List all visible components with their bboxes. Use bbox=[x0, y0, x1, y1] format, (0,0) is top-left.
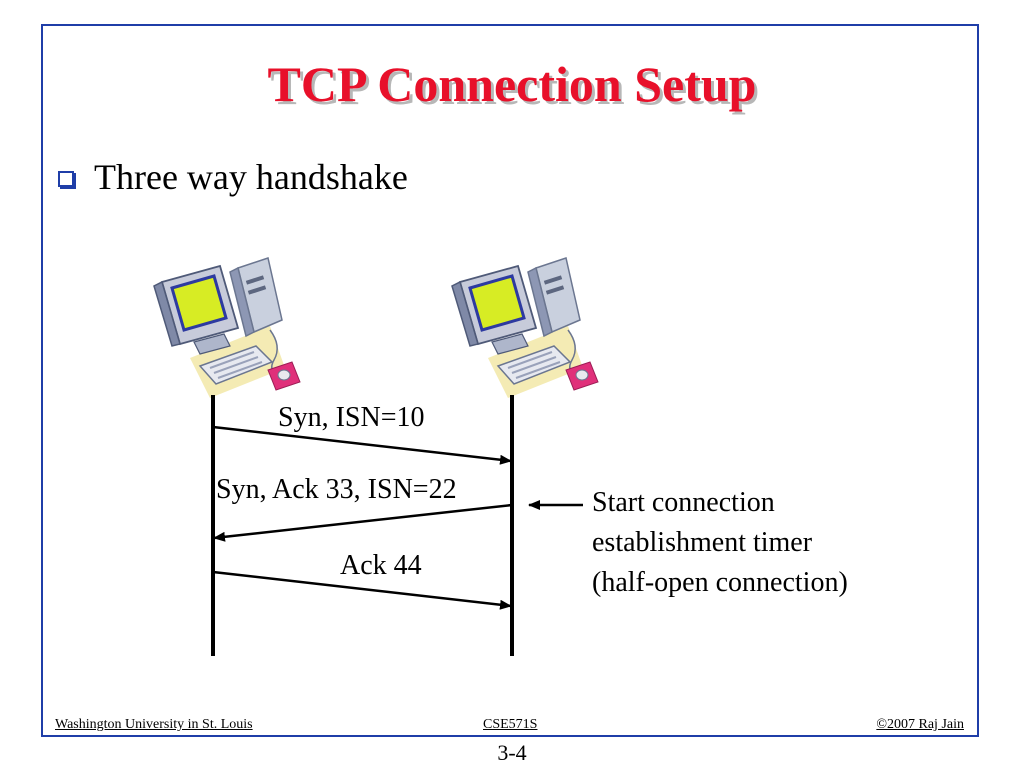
ack-arrow bbox=[212, 570, 512, 610]
host-right-computer-icon bbox=[450, 256, 600, 400]
bullet-box-icon bbox=[58, 171, 74, 187]
timer-note-line-1: Start connection bbox=[592, 487, 775, 518]
host-left-computer-icon bbox=[152, 256, 302, 400]
footer-course: CSE571S bbox=[483, 717, 538, 732]
syn-label: Syn, ISN=10 bbox=[278, 402, 425, 433]
syn-ack-label: Syn, Ack 33, ISN=22 bbox=[216, 474, 457, 505]
bullet-item: Three way handshake bbox=[58, 155, 408, 199]
page-number: 3-4 bbox=[497, 740, 527, 765]
timer-note-line-2: establishment timer bbox=[592, 527, 813, 558]
syn-arrow bbox=[212, 425, 512, 465]
timer-note-line-3: (half-open connection) bbox=[592, 567, 848, 598]
bullet-text: Three way handshake bbox=[94, 157, 408, 197]
footer-institution: Washington University in St. Louis bbox=[55, 717, 253, 732]
syn-ack-arrow bbox=[213, 503, 513, 542]
ack-label: Ack 44 bbox=[340, 550, 422, 581]
slide-title: TCP Connection Setup bbox=[267, 56, 757, 112]
footer-copyright: ©2007 Raj Jain bbox=[876, 717, 964, 732]
slide-frame bbox=[41, 24, 979, 737]
